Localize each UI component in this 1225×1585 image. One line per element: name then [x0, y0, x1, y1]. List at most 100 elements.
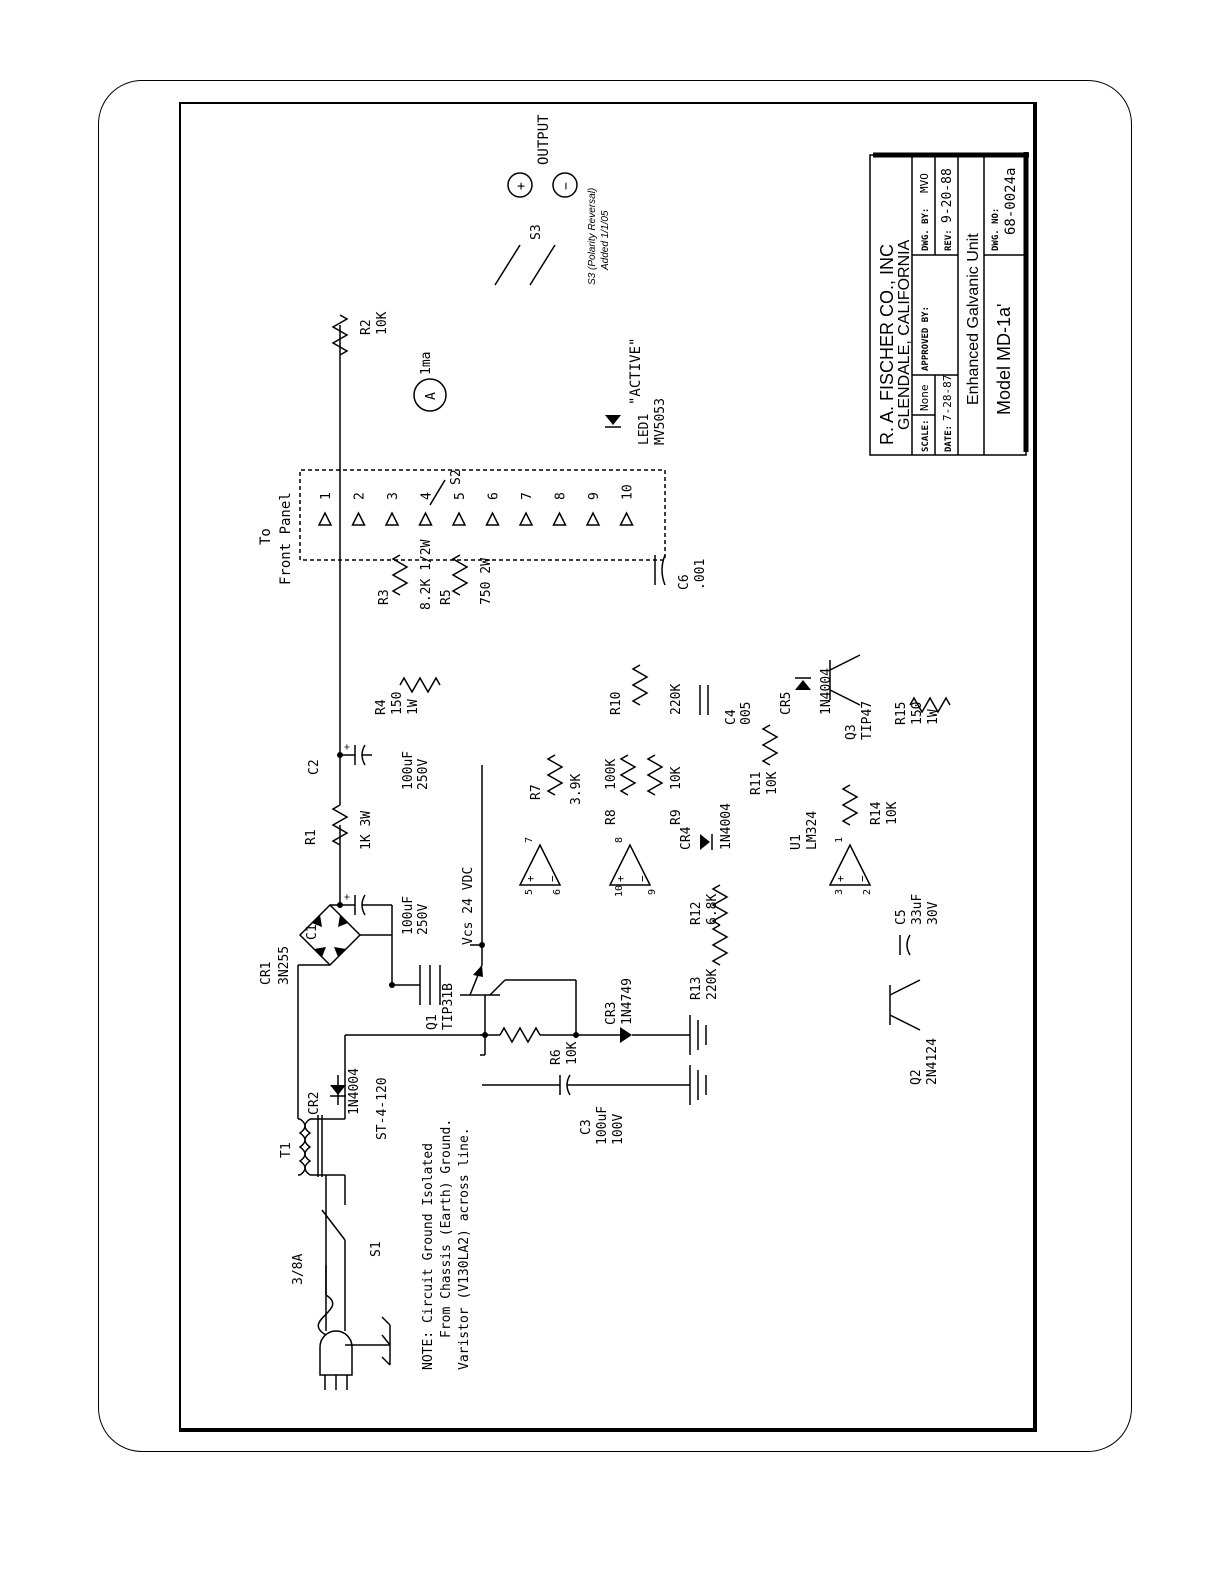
capacitor-c5: C5 33uF 30V [894, 894, 941, 956]
c1-value1: 100uF [401, 896, 416, 935]
note-line-2: From Chassis (Earth) Ground. [439, 1119, 454, 1338]
c5-label: C5 [894, 909, 909, 925]
connector-pin-label: 1 [319, 492, 334, 500]
r11-value: 10K [765, 771, 780, 795]
r4-value1: 150 [390, 692, 405, 715]
r11-label: R11 [749, 772, 764, 795]
r13-value: 220K [705, 969, 720, 1000]
u1-part: LM324 [805, 811, 820, 850]
r15-value1: 150 [910, 702, 925, 725]
opamp-u1c: + − 3 2 1 U1 LM324 [789, 811, 873, 895]
vcs-label: Vcs 24 VDC [461, 867, 476, 945]
c6-label: C6 [677, 574, 692, 590]
connector-pin-label: 3 [386, 492, 401, 500]
title-rev-value: 9-20-88 [940, 168, 955, 223]
connector-pin-label: 5 [453, 492, 468, 500]
switch-s1-icon [321, 1209, 346, 1241]
r8-value: 100K [604, 759, 619, 790]
r6-label: R6 [549, 1049, 564, 1065]
r9-label: R9 [669, 809, 684, 825]
resistor-r9: R9 10K [646, 754, 684, 825]
q3-label: Q3 [844, 724, 859, 740]
sheet-border [179, 102, 1037, 1432]
plug-icon [319, 1330, 353, 1376]
output-plus-terminal [507, 172, 533, 198]
cr1-label: CR1 [259, 962, 274, 985]
transistor-q2: Q2 2N4124 [889, 979, 940, 1085]
connector-pin-label: 4 [420, 492, 435, 500]
r13-label: R13 [689, 977, 704, 1000]
s2-label: S2 [449, 469, 464, 485]
output-minus: − [559, 182, 574, 190]
title-location: GLENDALE, CALIFORNIA [896, 239, 913, 430]
c2-label: C2 [307, 759, 322, 775]
r10-label: R10 [609, 692, 624, 715]
fuse-label: 3/8A [291, 1254, 306, 1285]
svg-text:+: + [524, 875, 537, 882]
s3-note-1: S3 (Polarity Reversal) [587, 188, 598, 285]
title-block: R. A. FISCHER CO., INC GLENDALE, CALIFOR… [869, 152, 1029, 456]
connector-pin-label: 6 [487, 492, 502, 500]
title-date-value: 7-28-87 [941, 375, 954, 421]
q3-part: TIP47 [860, 701, 875, 740]
r4-label: R4 [374, 699, 389, 715]
title-company: R. A. FISCHER CO., INC [877, 244, 897, 445]
r15-value2: 1W [926, 709, 941, 725]
title-approved-label: APPROVED BY: [921, 306, 931, 371]
r7-value: 3.9K [569, 774, 584, 805]
power-input: 3/8A S1 [291, 1175, 391, 1390]
svg-text:−: − [546, 875, 559, 882]
resistor-r14: R14 10K [841, 784, 900, 826]
connector-pin-label: 10 [621, 484, 636, 500]
output-plus: + [514, 182, 529, 190]
note-line-3: Varistor (V130LA2) across line. [457, 1127, 472, 1370]
output-terminals: + − OUTPUT S3 S3 (Polarity Reversal) Add… [494, 114, 611, 286]
switch-s2: S2 [429, 469, 464, 506]
opamp-u1b: + − 10 9 8 [608, 837, 658, 897]
u1b-pin-pos: 10 [614, 885, 625, 897]
c2-value1: 100uF [401, 751, 416, 790]
capacitor-c1: + C1 100uF 250V [305, 894, 431, 940]
connector-pin-2 [351, 511, 366, 526]
resistor-r1: R1 1K 3W [304, 804, 374, 850]
u1c-pin-out: 1 [834, 837, 845, 843]
r5-label: R5 [439, 589, 454, 605]
title-product: Enhanced Galvanic Unit [965, 233, 982, 405]
c6-value: .001 [693, 559, 708, 590]
bridge-rectifier-cr1: CR1 3N255 [259, 903, 392, 985]
ammeter: A 1ma [413, 352, 447, 412]
c3-label: C3 [579, 1119, 594, 1135]
c5-value1: 33uF [910, 894, 925, 925]
led-label: LED1 [637, 414, 652, 445]
capacitor-c3: C3 100uF 100V [482, 1065, 707, 1145]
r1-value: 1K 3W [359, 811, 374, 850]
r1-label: R1 [304, 829, 319, 845]
r9-value: 10K [669, 766, 684, 790]
u1a-pin-out: 7 [524, 837, 535, 843]
connector-pin-10 [619, 511, 634, 526]
cr5-label: CR5 [779, 692, 794, 715]
connector-pin-label: 8 [554, 492, 569, 500]
connector-pin-3 [384, 511, 400, 526]
r5-value: 750 2W [479, 558, 494, 605]
q2-label: Q2 [909, 1069, 924, 1085]
c1-label: C1 [305, 924, 320, 940]
diode-cr4: CR4 1N4004 [679, 803, 734, 850]
connector-pin-label: 2 [353, 492, 368, 500]
r10-value: 220K [669, 684, 684, 715]
u1c-pin-neg: 2 [862, 889, 873, 895]
r2-value: 10K [375, 311, 390, 335]
connector-pin-9 [585, 511, 601, 526]
q1-part: TIP31B [441, 983, 456, 1030]
resistor-r12: R12 6.8K [689, 884, 729, 926]
r2-label: R2 [359, 319, 374, 335]
svg-text:−: − [636, 875, 649, 882]
capacitor-c4: C4 005 [699, 685, 754, 725]
c3-value2: 100V [611, 1114, 626, 1145]
connector-title-1: To [258, 528, 274, 545]
svg-text:−: − [856, 875, 869, 882]
r8-label: R8 [604, 809, 619, 825]
connector-pin-label: 9 [587, 492, 602, 500]
